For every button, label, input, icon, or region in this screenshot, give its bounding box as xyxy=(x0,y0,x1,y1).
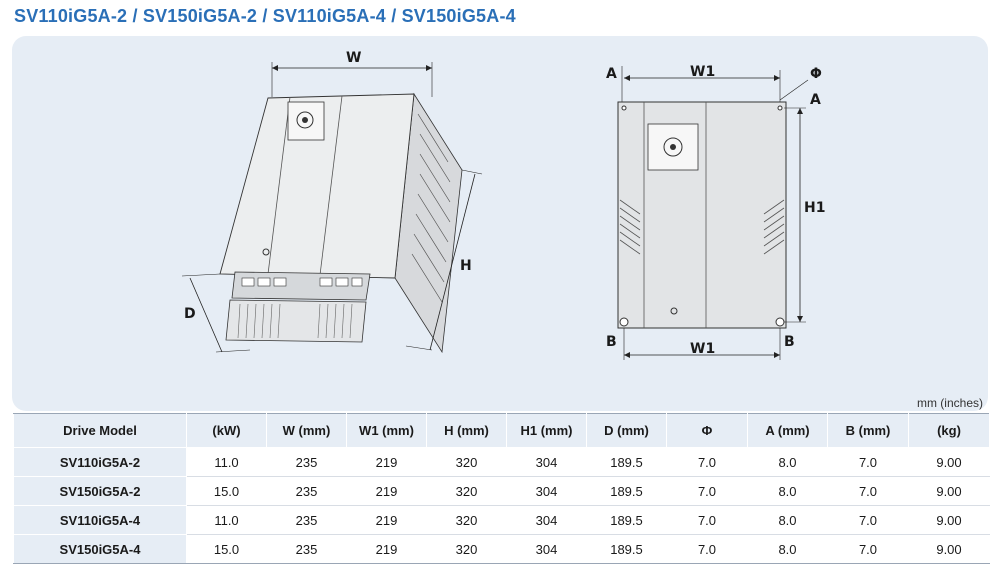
cell-h: 320 xyxy=(426,476,507,506)
dimensions-table: Drive Model (kW) W (mm) W1 (mm) H (mm) H… xyxy=(13,413,990,564)
unit-note: mm (inches) xyxy=(916,396,983,410)
cell-kw: 11.0 xyxy=(186,505,267,535)
cell-kw: 15.0 xyxy=(186,476,267,506)
dim-phi-label: Φ xyxy=(810,66,822,82)
page-title: SV110iG5A-2 / SV150iG5A-2 / SV110iG5A-4 … xyxy=(14,6,516,26)
cell-h1: 304 xyxy=(506,476,587,506)
dim-a-right-label: A xyxy=(810,92,821,108)
cell-w1: 219 xyxy=(346,476,427,506)
cell-w1: 219 xyxy=(346,534,427,564)
drawing-panel xyxy=(12,36,988,411)
cell-h1: 304 xyxy=(506,534,587,564)
cell-b: 7.0 xyxy=(827,505,909,535)
header-a: A (mm) xyxy=(747,413,828,448)
cell-a: 8.0 xyxy=(747,505,828,535)
cell-a: 8.0 xyxy=(747,534,828,564)
dim-w-label: W xyxy=(346,50,361,66)
cell-w: 235 xyxy=(266,476,347,506)
header-w: W (mm) xyxy=(266,413,347,448)
cell-b: 7.0 xyxy=(827,534,909,564)
isometric-view-drawing: W D H xyxy=(181,50,483,354)
header-w1: W1 (mm) xyxy=(346,413,427,448)
header-kg: (kg) xyxy=(908,413,990,448)
table-row: SV150iG5A-4 15.0 235 219 320 304 189.5 7… xyxy=(13,534,990,564)
cell-kg: 9.00 xyxy=(908,447,990,477)
cell-w1: 219 xyxy=(346,505,427,535)
cell-kw: 15.0 xyxy=(186,534,267,564)
cell-w: 235 xyxy=(266,447,347,477)
cell-kg: 9.00 xyxy=(908,476,990,506)
cell-phi: 7.0 xyxy=(666,447,748,477)
dim-b-right-label: B xyxy=(784,334,795,350)
dim-w1-bottom-label: W1 xyxy=(690,341,715,357)
cell-h: 320 xyxy=(426,505,507,535)
cell-a: 8.0 xyxy=(747,447,828,477)
cell-w: 235 xyxy=(266,534,347,564)
header-h: H (mm) xyxy=(426,413,507,448)
cell-d: 189.5 xyxy=(586,447,667,477)
cell-model: SV150iG5A-4 xyxy=(13,534,187,564)
cell-phi: 7.0 xyxy=(666,534,748,564)
cell-b: 7.0 xyxy=(827,447,909,477)
header-h1: H1 (mm) xyxy=(506,413,587,448)
cell-model: SV110iG5A-2 xyxy=(13,447,187,477)
cell-d: 189.5 xyxy=(586,534,667,564)
header-b: B (mm) xyxy=(827,413,909,448)
table-row: SV150iG5A-2 15.0 235 219 320 304 189.5 7… xyxy=(13,476,990,506)
cell-phi: 7.0 xyxy=(666,476,748,506)
dim-w1-top-label: W1 xyxy=(690,64,715,80)
cell-kg: 9.00 xyxy=(908,534,990,564)
dim-h1-label: H1 xyxy=(804,200,825,216)
dim-d-label: D xyxy=(184,306,196,322)
cell-a: 8.0 xyxy=(747,476,828,506)
table-row: SV110iG5A-4 11.0 235 219 320 304 189.5 7… xyxy=(13,505,990,535)
cell-w: 235 xyxy=(266,505,347,535)
dim-a-left-label: A xyxy=(606,66,617,82)
cell-kg: 9.00 xyxy=(908,505,990,535)
dim-h-label: H xyxy=(460,258,472,274)
header-kw: (kW) xyxy=(186,413,267,448)
cell-b: 7.0 xyxy=(827,476,909,506)
header-d: D (mm) xyxy=(586,413,667,448)
header-phi: Φ xyxy=(666,413,748,448)
table-row: SV110iG5A-2 11.0 235 219 320 304 189.5 7… xyxy=(13,447,990,477)
cell-d: 189.5 xyxy=(586,505,667,535)
cell-kw: 11.0 xyxy=(186,447,267,477)
dim-b-left-label: B xyxy=(606,334,617,350)
cell-d: 189.5 xyxy=(586,476,667,506)
cell-h1: 304 xyxy=(506,447,587,477)
header-drive-model: Drive Model xyxy=(13,413,187,448)
cell-w1: 219 xyxy=(346,447,427,477)
cell-h: 320 xyxy=(426,534,507,564)
front-view-drawing: A W1 Φ A H1 B W1 B xyxy=(606,64,825,360)
cell-model: SV150iG5A-2 xyxy=(13,476,187,506)
cell-phi: 7.0 xyxy=(666,505,748,535)
cell-h: 320 xyxy=(426,447,507,477)
cell-model: SV110iG5A-4 xyxy=(13,505,187,535)
table-header-row: Drive Model (kW) W (mm) W1 (mm) H (mm) H… xyxy=(13,413,990,448)
cell-h1: 304 xyxy=(506,505,587,535)
